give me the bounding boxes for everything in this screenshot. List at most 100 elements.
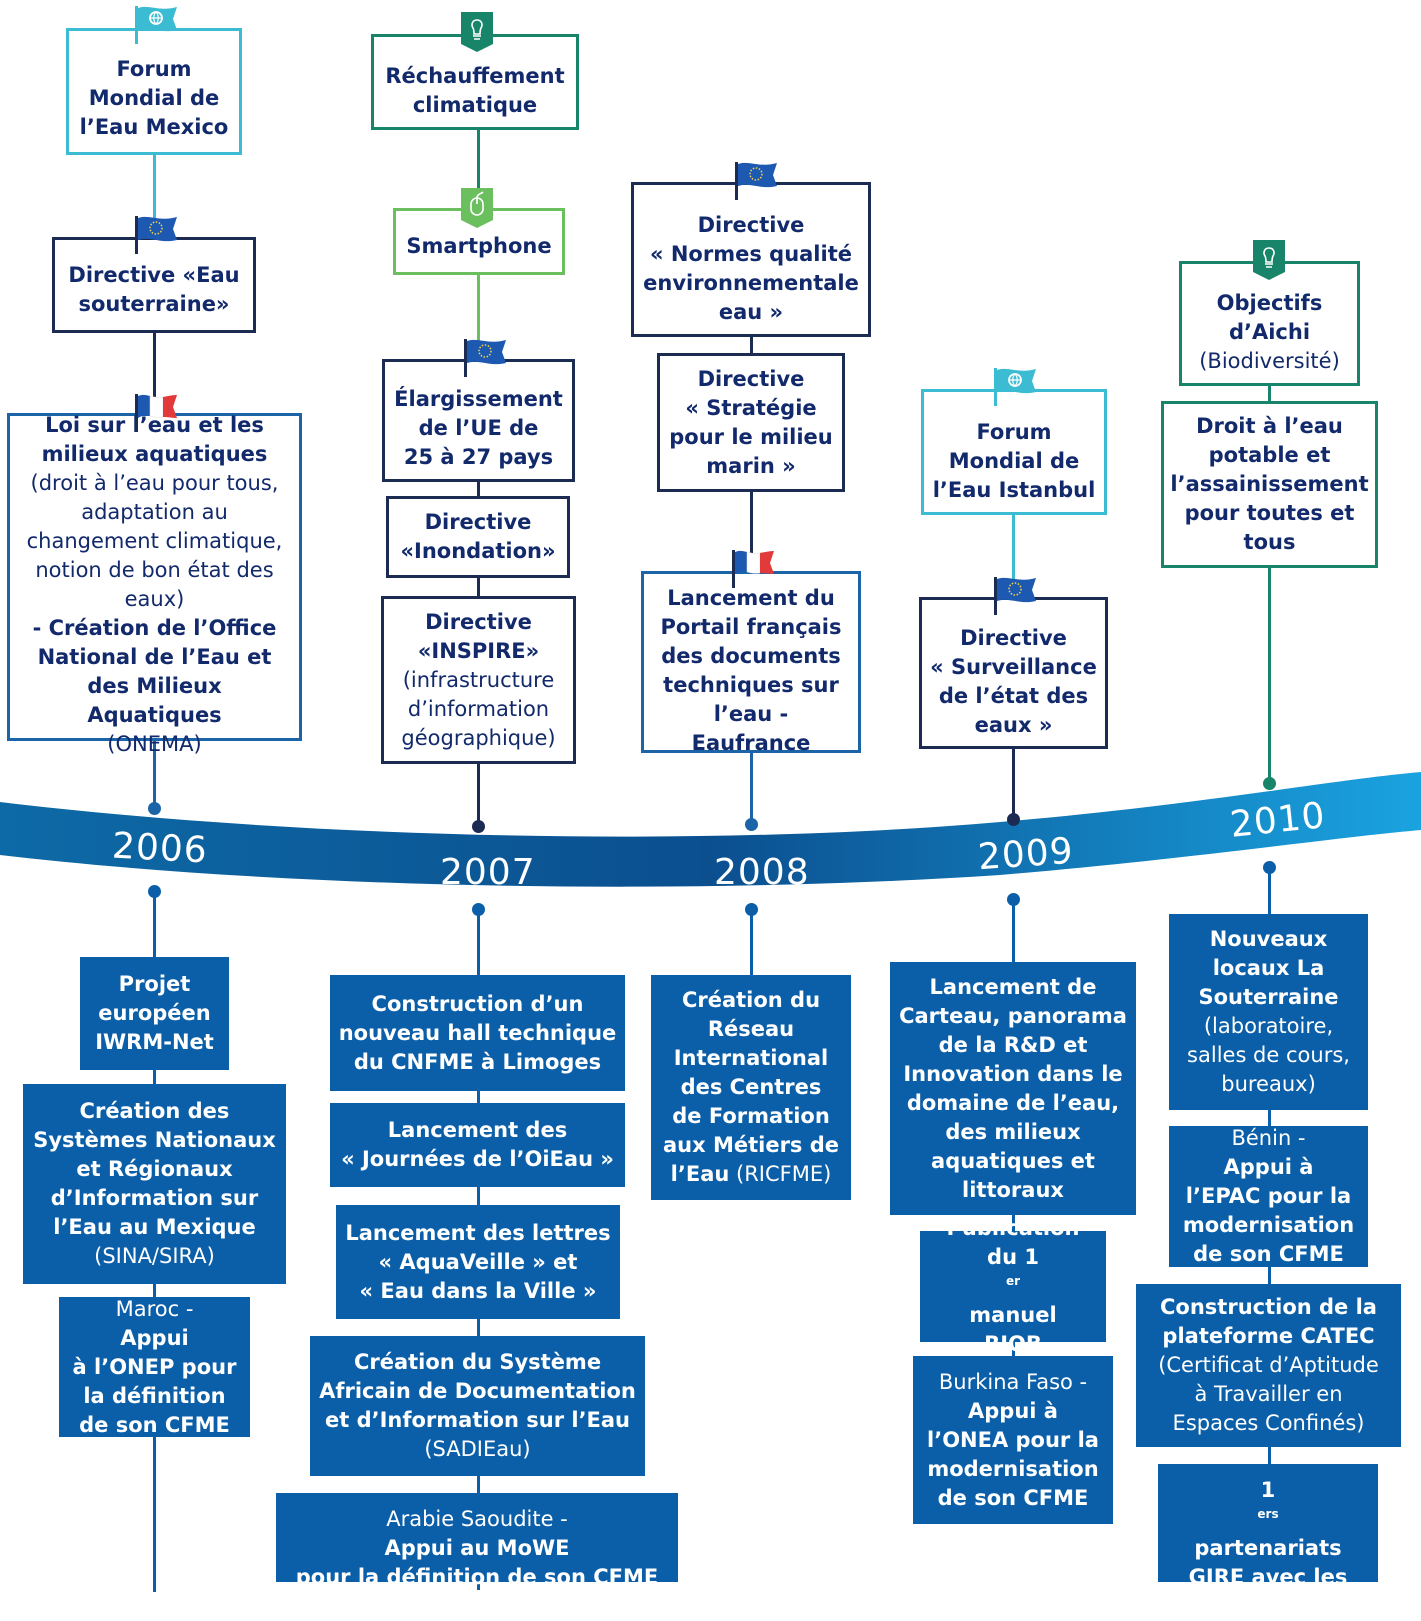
hall-line: nouveau hall technique — [338, 1020, 617, 1045]
aichi-detail: (Biodiversité) — [1199, 349, 1340, 373]
sina-abbr: (SINA/SIRA) — [94, 1244, 215, 1268]
catec-detail: à Travailler en — [1194, 1382, 1343, 1406]
journees-oieau-box: Lancement des « Journées de l’OiEau » — [330, 1103, 625, 1187]
directive-inspire-box: Directive «INSPIRE» (infrastructure d’in… — [381, 596, 576, 764]
forum-istanbul-line: l’Eau Istanbul — [932, 477, 1096, 502]
journees-line: « Journées de l’OiEau » — [341, 1147, 614, 1171]
sina-line: Création des — [79, 1099, 230, 1123]
timeline-dot — [1263, 861, 1276, 874]
benin-line: l’EPAC pour la — [1185, 1184, 1352, 1208]
directive-surveillance-box: Directive « Surveillance de l’état des e… — [919, 597, 1108, 749]
strategie-line: marin » — [706, 453, 796, 478]
maroc-line: de son CFME — [79, 1412, 230, 1437]
burkina-country: Burkina Faso - — [938, 1369, 1088, 1394]
surveillance-line: de l’état des — [938, 684, 1089, 708]
connector-line — [477, 763, 480, 825]
carteau-line: aquatiques et — [931, 1148, 1095, 1173]
mouse-flag-icon — [461, 188, 493, 228]
sina-line: d’Information sur — [50, 1186, 259, 1210]
arabie-country: Arabie Saoudite - — [386, 1507, 568, 1531]
burkina-onea-box: Burkina Faso - Appui à l’ONEA pour la mo… — [913, 1356, 1113, 1524]
maroc-line: la définition — [83, 1383, 226, 1408]
elargissement-box: Élargissement de l’UE de 25 à 27 pays — [382, 359, 575, 482]
arabie-line: pour la définition de son CFME — [295, 1565, 659, 1589]
catec-box: Construction de la plateforme CATEC (Cer… — [1136, 1284, 1401, 1447]
droit-eau-box: Droit à l’eau potable et l’assainissemen… — [1161, 401, 1378, 568]
carteau-line: des milieux — [945, 1119, 1081, 1144]
sadieau-line: et d’Information sur l’Eau — [324, 1408, 631, 1432]
inspire-detail: (infrastructure — [402, 667, 555, 692]
sadieau-box: Création du Système Africain de Document… — [310, 1336, 645, 1476]
inspire-detail: d’information — [407, 696, 550, 721]
connector-line — [477, 130, 480, 212]
souterraine-detail: (laboratoire, — [1203, 1014, 1334, 1038]
smartphone-label: Smartphone — [406, 234, 552, 258]
elargissement-line: Élargissement — [394, 387, 563, 411]
sina-line: et Régionaux — [76, 1157, 233, 1181]
aichi-line: d’Aichi — [1228, 320, 1311, 344]
hall-line: Construction d’un — [371, 991, 584, 1016]
riob-line: du 1 — [987, 1245, 1039, 1269]
benin-line: Appui à — [1223, 1155, 1314, 1179]
year-2009: 2009 — [976, 830, 1075, 879]
directive-line: souterraine» — [78, 292, 230, 316]
arabie-line: Appui au MoWE — [384, 1536, 570, 1560]
aichi-line: Objectifs — [1216, 291, 1323, 315]
french-flag-icon — [135, 394, 177, 432]
sadieau-abbr: (SADIEau) — [424, 1437, 531, 1461]
objectifs-aichi-box: Objectifs d’Aichi (Biodiversité) — [1179, 261, 1360, 386]
connector-line — [1012, 515, 1015, 597]
globe-flag-icon — [994, 368, 1036, 406]
rechauffement-line: Réchauffement — [385, 64, 565, 88]
elargissement-line: 25 à 27 pays — [403, 445, 554, 469]
timeline-dot — [472, 820, 485, 833]
directive-inondation-box: Directive «Inondation» — [386, 496, 570, 578]
sina-line: l’Eau au Mexique — [53, 1215, 256, 1239]
souterraine-detail: bureaux) — [1221, 1072, 1316, 1096]
burkina-line: de son CFME — [937, 1485, 1089, 1510]
ricfme-box: Création du Réseau International des Cen… — [651, 975, 851, 1200]
iwrm-line: Projet — [118, 972, 191, 996]
timeline-dot — [745, 818, 758, 831]
carteau-line: Innovation dans le — [903, 1061, 1123, 1086]
globe-flag-icon — [135, 6, 177, 44]
souterraine-line: Nouveaux — [1209, 927, 1328, 951]
carteau-line: Lancement de — [929, 974, 1097, 999]
droit-line: Droit à l’eau — [1196, 414, 1343, 438]
normes-line: environnementale — [643, 270, 859, 295]
sadieau-line: Création du Système — [353, 1350, 602, 1374]
portail-line: des documents — [661, 644, 841, 668]
lightbulb-flag-icon — [461, 12, 493, 52]
connector-line — [477, 578, 480, 596]
droit-line: pour toutes et — [1184, 501, 1355, 525]
burkina-line: Appui à — [968, 1398, 1058, 1423]
catec-detail: Espaces Confinés) — [1172, 1411, 1365, 1435]
riob-sup: er — [1005, 1274, 1021, 1288]
benin-epac-box: Bénin - Appui à l’EPAC pour la modernisa… — [1169, 1126, 1368, 1267]
hall-line: du CNFME à Limoges — [353, 1049, 602, 1074]
eu-flag-icon — [464, 339, 506, 377]
timeline-band — [0, 772, 1421, 887]
french-flag-icon — [732, 550, 774, 588]
journees-line: Lancement des — [387, 1118, 568, 1142]
carteau-line: Carteau, panorama — [899, 1003, 1127, 1028]
strategie-line: Directive — [697, 366, 805, 391]
burkina-line: modernisation — [927, 1456, 1099, 1481]
inspire-line: Directive — [425, 609, 532, 634]
connector-line — [153, 155, 156, 237]
droit-line: tous — [1243, 530, 1296, 554]
surveillance-line: eaux » — [974, 713, 1053, 737]
forum-istanbul-line: Mondial de — [948, 448, 1080, 473]
ricfme-line: des Centres — [680, 1075, 822, 1099]
ricfme-line: aux Métiers de — [662, 1133, 840, 1157]
hall-technique-box: Construction d’un nouveau hall technique… — [330, 975, 625, 1091]
ricfme-line: Création du — [681, 988, 821, 1012]
strategie-line: pour le milieu — [669, 424, 833, 449]
maroc-line: Appui — [120, 1325, 189, 1350]
portail-line: techniques sur — [663, 673, 839, 697]
year-2007: 2007 — [440, 852, 536, 893]
benin-country: Bénin - — [1231, 1126, 1306, 1150]
normes-line: « Normes qualité — [649, 241, 852, 266]
timeline-dot — [472, 903, 485, 916]
